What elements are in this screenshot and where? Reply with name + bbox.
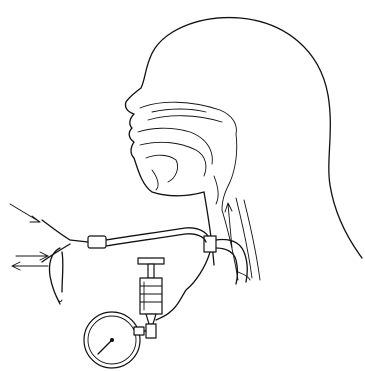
pharynx: [214, 134, 237, 210]
trachea: [222, 198, 260, 280]
nasal-cavity: [140, 102, 236, 134]
breathing-circuit-tubing: [106, 228, 208, 246]
head-profile: [125, 18, 362, 265]
hand: [49, 248, 62, 304]
endotracheal-tube: [204, 236, 250, 284]
breathing-circuit-y-piece: [42, 220, 106, 262]
oral-cavity: [138, 128, 212, 190]
syringe: [138, 258, 164, 324]
pressure-manometer: [84, 312, 144, 368]
airflow-arrows: [10, 204, 48, 270]
